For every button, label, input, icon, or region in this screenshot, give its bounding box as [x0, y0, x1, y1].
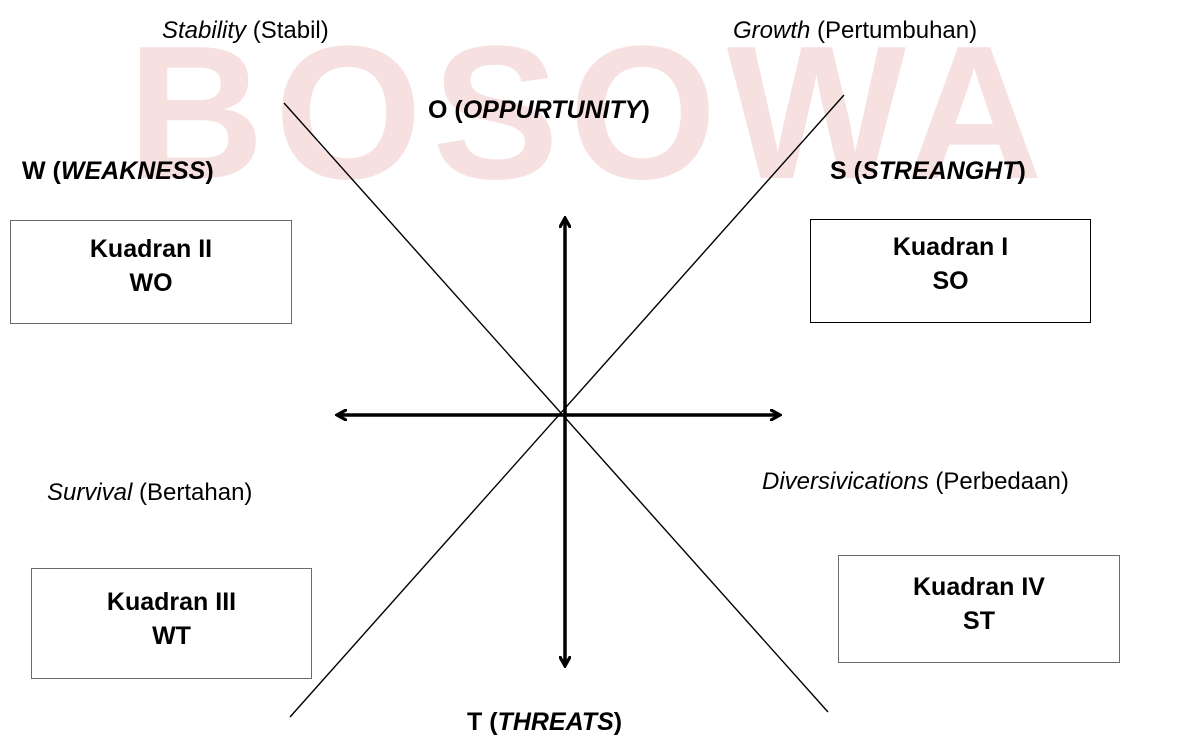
quadrant-3-code: WT — [152, 622, 191, 650]
label-survival: Survival (Bertahan) — [47, 479, 252, 507]
quadrant-4-box: Kuadran IV ST — [838, 555, 1120, 663]
label-stability: Stability (Stabil) — [162, 17, 329, 45]
quadrant-1-code: SO — [932, 267, 969, 295]
quadrant-4-code: ST — [963, 607, 995, 635]
quadrant-2-box: Kuadran II WO — [10, 220, 292, 324]
label-diversification-id: (Perbedaan) — [928, 468, 1069, 495]
label-stability-id: (Stabil) — [246, 17, 329, 44]
label-survival-id: (Bertahan) — [132, 479, 253, 506]
axis-close-t: ) — [613, 708, 623, 736]
watermark-logo-text: BOSOWA — [127, 7, 1053, 219]
axis-close-w: ) — [205, 157, 214, 185]
axis-label-threats: T (THREATS) — [467, 708, 622, 736]
quadrant-3-box: Kuadran III WT — [31, 568, 312, 679]
quadrant-1-title: Kuadran I — [892, 233, 1009, 261]
diagonal-line-growth-threats — [289, 94, 845, 718]
axis-letter-s: S ( — [830, 157, 862, 185]
axis-label-strength: S (STREANGHT) — [830, 157, 1026, 185]
axis-word-opportunity: OPPURTUNITY — [462, 96, 642, 124]
label-growth-en: Growth — [733, 17, 811, 44]
quadrant-2-title: Kuadran II — [89, 235, 213, 263]
axis-label-weakness: W (WEAKNESS) — [22, 157, 214, 185]
axis-close-s: ) — [1017, 157, 1026, 185]
label-growth: Growth (Pertumbuhan) — [733, 17, 977, 45]
axis-close-o: ) — [641, 96, 650, 124]
label-survival-en: Survival — [47, 479, 133, 506]
diagonal-line-stability-diversification — [283, 102, 829, 713]
axis-word-threats: THREATS — [497, 708, 614, 736]
quadrant-4-title: Kuadran IV — [913, 573, 1045, 601]
quadrant-3-title: Kuadran III — [106, 588, 237, 616]
label-stability-en: Stability — [162, 17, 247, 44]
label-diversification-en: Diversivications — [762, 468, 929, 495]
axis-word-weakness: WEAKNESS — [60, 157, 206, 185]
axis-letter-o: O ( — [428, 96, 463, 124]
axis-word-strength: STREANGHT — [861, 157, 1018, 185]
quadrant-1-box: Kuadran I SO — [810, 219, 1091, 323]
axis-letter-t: T ( — [467, 708, 498, 736]
axis-letter-w: W ( — [22, 157, 61, 185]
label-growth-id: (Pertumbuhan) — [810, 17, 978, 44]
label-diversification: Diversivications (Perbedaan) — [762, 468, 1069, 496]
axis-label-opportunity: O (OPPURTUNITY) — [428, 96, 650, 124]
quadrant-2-code: WO — [129, 269, 173, 297]
